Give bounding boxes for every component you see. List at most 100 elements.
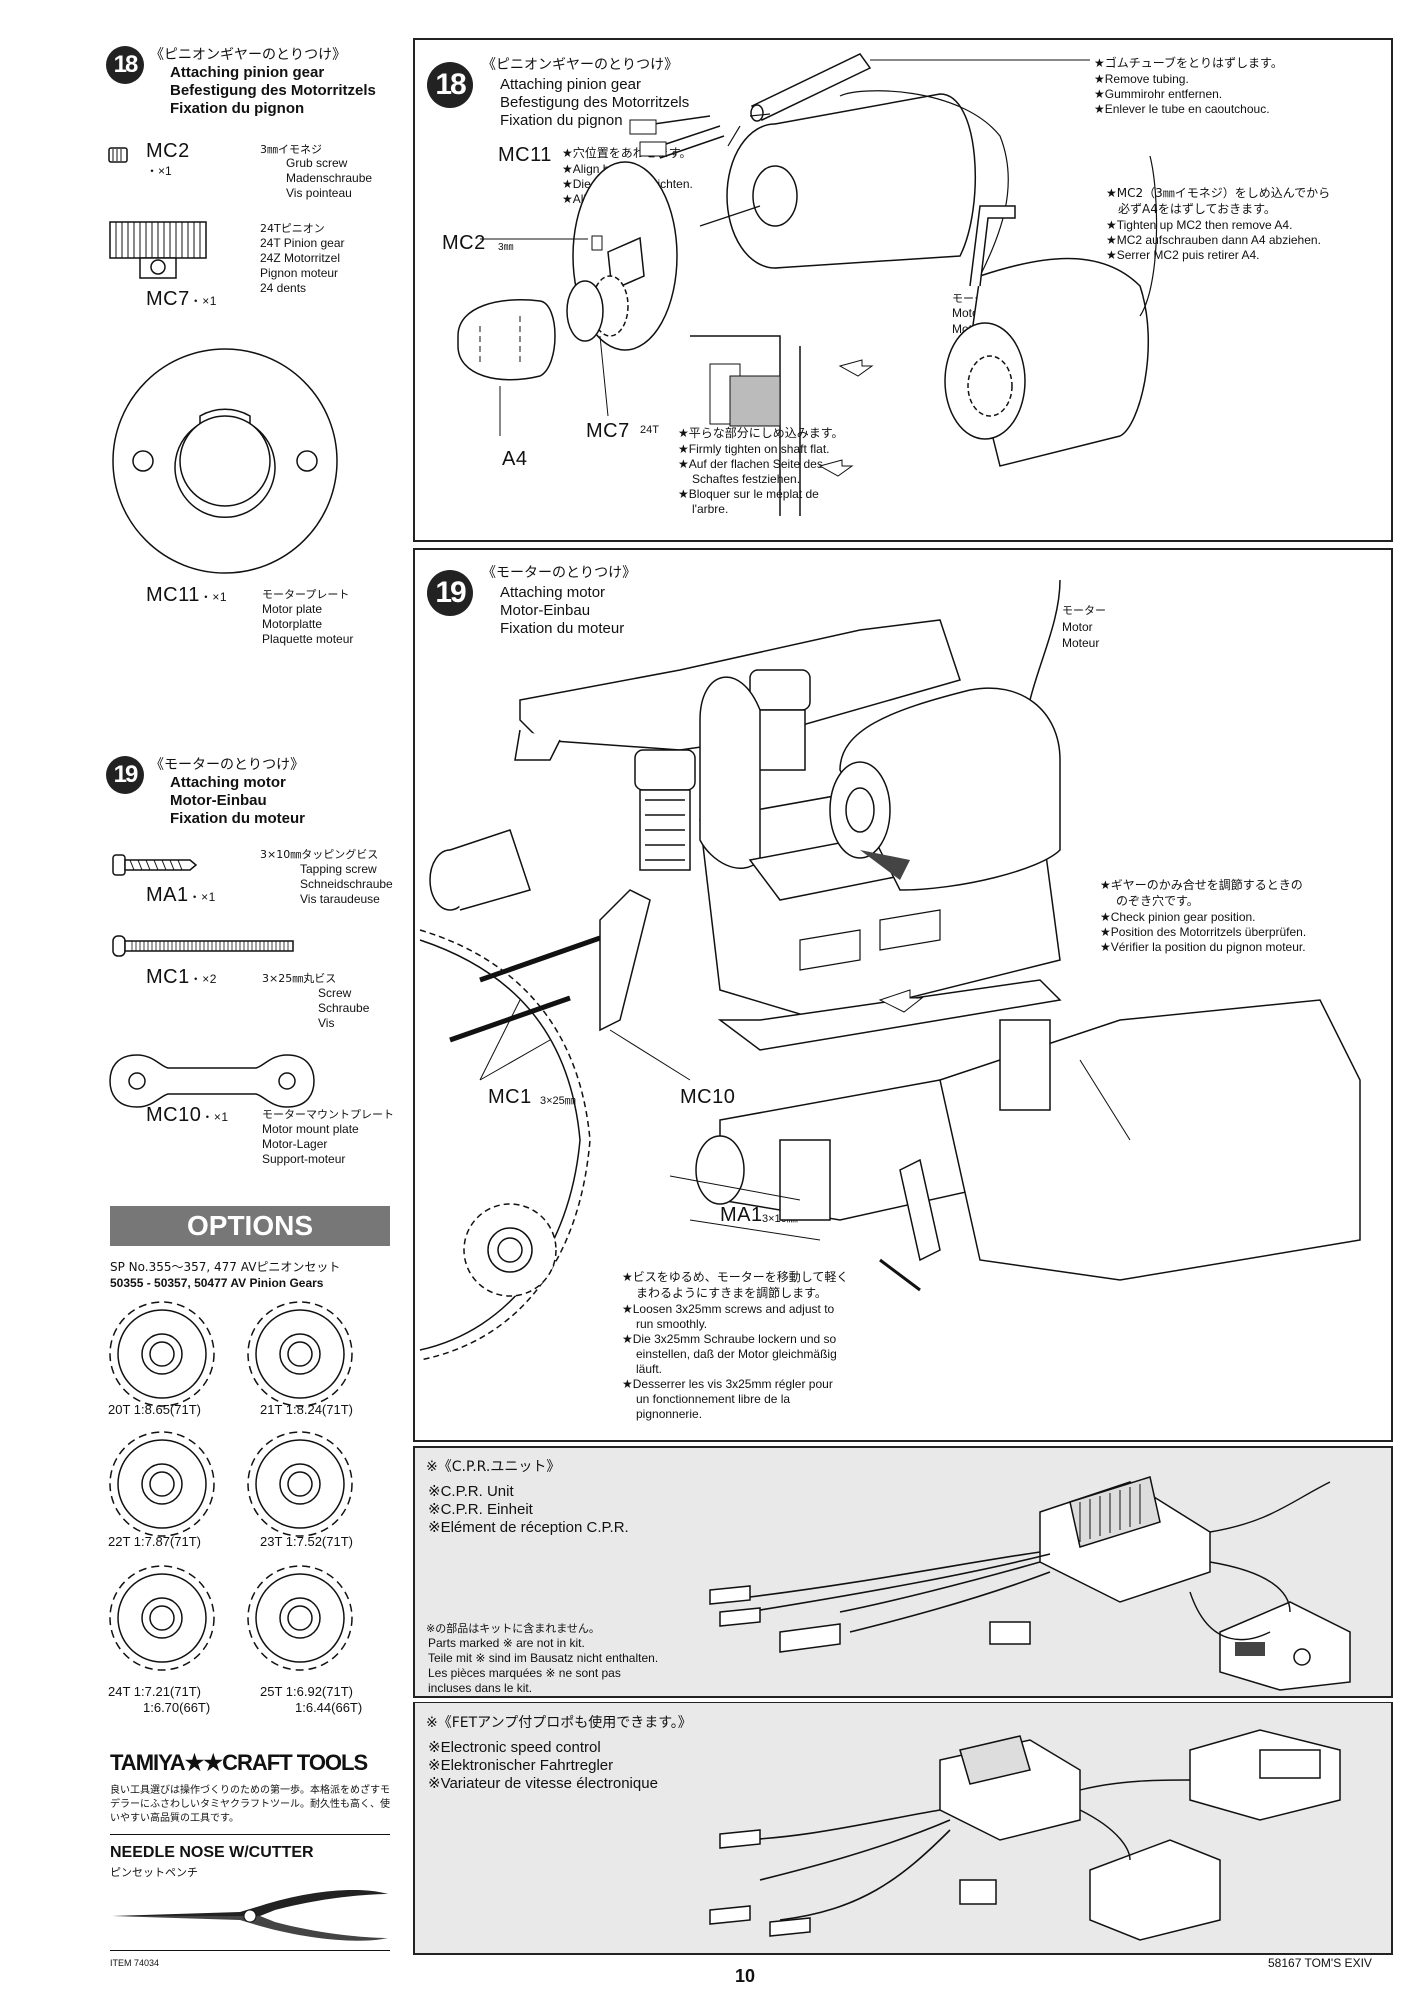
- pinion-assembly-drawing: [457, 53, 1158, 516]
- part-jp: 3×25㎜丸ビス: [262, 972, 337, 985]
- craft-tools-logo: TAMIYA★★CRAFT TOOLS: [110, 1750, 368, 1775]
- gear-label: 23T 1:7.52(71T): [260, 1534, 353, 1549]
- step-title-en: Attaching motor: [500, 584, 606, 601]
- callout-mc11: MC11: [498, 144, 552, 166]
- step-number-badge: 18: [427, 62, 473, 108]
- part-en: Motor plate: [262, 602, 323, 616]
- step-title-jp: 《ピニオンギヤーのとりつけ》: [482, 57, 679, 73]
- step-number: 19: [435, 576, 466, 609]
- step-number-badge: 19: [106, 756, 144, 794]
- note-de2: Schaftes festziehen.: [692, 472, 801, 486]
- motor-label-en: Motor: [1062, 620, 1093, 634]
- part-fr: Vis pointeau: [286, 186, 352, 200]
- part-en: Grub screw: [286, 156, 348, 170]
- gear-label: 20T 1:8.65(71T): [108, 1402, 201, 1417]
- divider: [110, 1950, 390, 1951]
- note-jp: ★MC2（3㎜イモネジ）をしめ込んでから: [1106, 186, 1331, 200]
- step-title-fr: Fixation du moteur: [170, 810, 305, 827]
- callout-size: 3×25㎜: [540, 1095, 576, 1107]
- step-number-badge: 18: [106, 46, 144, 84]
- step-title-en: Attaching motor: [170, 774, 286, 791]
- motor-plate-drawing: [112, 348, 338, 574]
- qty: ・×2: [189, 972, 217, 986]
- tool-item: ITEM 74034: [110, 1958, 160, 1968]
- step-number: 18: [113, 51, 139, 78]
- note-en: Parts marked ※ are not in kit.: [428, 1636, 585, 1650]
- note-fr2: un fonctionnement libre de la: [636, 1392, 791, 1406]
- note-jp2: のぞき穴です。: [1116, 894, 1199, 908]
- note-fr: ★Vérifier la position du pignon moteur.: [1100, 940, 1306, 954]
- note-jp: ★平らな部分にしめ込みます。: [678, 426, 844, 440]
- fet-en: ※Electronic speed control: [428, 1739, 601, 1756]
- motor-label-fr: Moteur: [1062, 636, 1100, 650]
- note-en: ★Tighten up MC2 then remove A4.: [1106, 218, 1293, 232]
- note-de: ★Position des Motorritzels überprüfen.: [1100, 925, 1307, 939]
- part-jp: モータープレート: [262, 588, 350, 601]
- note-de: ★Auf der flachen Seite des: [678, 457, 823, 471]
- step-title-fr: Fixation du moteur: [500, 620, 625, 637]
- part-en: Screw: [318, 986, 352, 1000]
- callout-size: 24T: [640, 424, 659, 436]
- note-de3: läuft.: [636, 1362, 663, 1376]
- part-code-mc2: MC2: [146, 140, 190, 162]
- note-en2: run smoothly.: [636, 1317, 708, 1331]
- motor-label-jp: モーター: [1062, 604, 1106, 617]
- note-fr2: incluses dans le kit.: [428, 1681, 533, 1695]
- part-jp: 3×10㎜タッピングビス: [260, 848, 379, 861]
- gear-label: 24T 1:7.21(71T): [108, 1684, 201, 1699]
- note-fr: ★Enlever le tube en caoutchouc.: [1094, 102, 1270, 116]
- qty: ・×1: [189, 294, 217, 308]
- part-code-mc11: MC11・×1: [146, 584, 227, 607]
- note-jp: ★ビスをゆるめ、モーターを移動して軽く: [622, 1270, 849, 1284]
- part-en: Tapping screw: [300, 862, 377, 876]
- callout-mc2: MC2: [442, 232, 486, 254]
- part-qty: ・×1: [146, 164, 172, 178]
- gear-label: 25T 1:6.92(71T): [260, 1684, 353, 1699]
- part-fr: Plaquette moteur: [262, 632, 354, 646]
- step-title-jp: 《ピニオンギヤーのとりつけ》: [150, 47, 347, 63]
- qty: ・×1: [199, 590, 228, 604]
- cpr-en: ※C.P.R. Unit: [428, 1483, 514, 1500]
- divider: [110, 1834, 390, 1835]
- callout-mc1: MC1: [488, 1086, 532, 1108]
- step-number: 18: [435, 68, 466, 101]
- code: MC7: [146, 288, 190, 310]
- step-title-jp: 《モーターのとりつけ》: [150, 757, 305, 773]
- note-de: ★Die 3x25mm Schraube lockern und so: [622, 1332, 837, 1346]
- note-en: ★Remove tubing.: [1094, 72, 1189, 86]
- fet-title-jp: ※《FETアンプ付プロポも使用できます。》: [426, 1715, 692, 1731]
- part-de: Motor-Lager: [262, 1137, 328, 1151]
- craft-tools-desc: 良い工具選びは操作づくりのための第一歩。本格派をめざすモデラーにふさわしいタミヤ…: [110, 1785, 390, 1824]
- option-gears-drawing: [109, 1301, 353, 1671]
- step-title-de: Befestigung des Motorritzels: [500, 94, 690, 111]
- note-en: ★Check pinion gear position.: [1100, 910, 1256, 924]
- cpr-unit-drawing: [709, 1476, 1351, 1691]
- tool-subtitle: ピンセットペンチ: [110, 1866, 198, 1879]
- fet-de: ※Elektronischer Fahrtregler: [428, 1757, 614, 1774]
- part-de: Motorplatte: [262, 617, 323, 631]
- options-en: 50355 - 50357, 50477 AV Pinion Gears: [110, 1276, 324, 1290]
- footer-item: 58167 TOM'S EXIV: [1268, 1956, 1372, 1970]
- note-fr: ★Serrer MC2 puis retirer A4.: [1106, 248, 1260, 262]
- part-fr: Vis taraudeuse: [300, 892, 380, 906]
- note-fr: Les pièces marquées ※ ne sont pas: [428, 1666, 621, 1680]
- cpr-fr: ※Elément de réception C.P.R.: [428, 1519, 629, 1536]
- part-en: 24T Pinion gear: [260, 236, 345, 250]
- part-de: 24Z Motorritzel: [260, 251, 341, 265]
- note-jp: ★ゴムチューブをとりはずします。: [1094, 56, 1283, 70]
- step-number: 19: [113, 761, 139, 788]
- step-number-badge: 19: [427, 570, 473, 616]
- motor-mount-assembly-drawing: [419, 579, 1361, 1361]
- step-title-en: Attaching pinion gear: [170, 64, 325, 81]
- part-code-ma1: MA1・×1: [146, 884, 216, 907]
- gear-label-2: 1:6.44(66T): [295, 1700, 363, 1715]
- cpr-de: ※C.P.R. Einheit: [428, 1501, 533, 1518]
- note-de2: einstellen, daß der Motor gleichmäßig: [636, 1347, 837, 1361]
- gear-label-2: 1:6.70(66T): [143, 1700, 211, 1715]
- qty: ・×1: [201, 1110, 229, 1124]
- callout-mc10: MC10: [680, 1086, 736, 1108]
- note-fr3: pignonnerie.: [636, 1407, 703, 1421]
- options-title: OPTIONS: [110, 1206, 390, 1246]
- step-title-de: Befestigung des Motorritzels: [170, 82, 376, 99]
- part-fr2: 24 dents: [260, 281, 307, 295]
